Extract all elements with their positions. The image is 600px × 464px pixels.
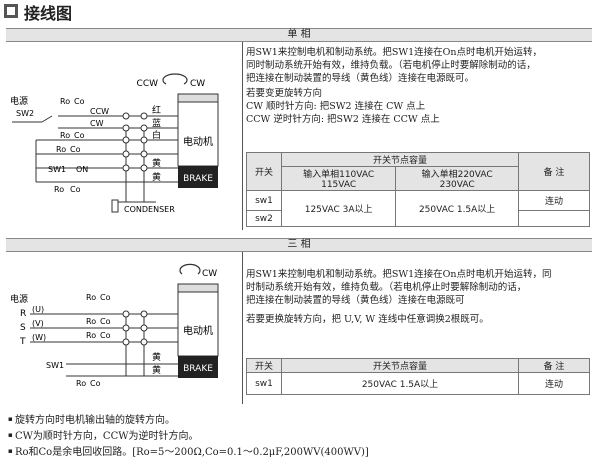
three-phase-description: 用SW1来控制电机和制动系统。把SW1连接在On点时电机开始运转，同 时制动系统… xyxy=(246,268,592,326)
wire-blue-label: 蓝 xyxy=(152,117,161,129)
footnotes: 旋转方向时电机输出轴的旋转方向。 CW为顺时针方向，CCW为逆时针方向。 Ro和… xyxy=(8,412,369,460)
three-row-value: 250VAC 1.5A以上 xyxy=(281,372,519,395)
single-desc-line-3: 把连接在制动装置的导线（黄色线）连接在电源既可。 xyxy=(246,73,475,84)
ccw-top-label: CCW xyxy=(137,79,159,89)
single-desc-line-2: 同时制动系统开始有效，维持负载。（若电机停止时要解除制动的话， xyxy=(246,60,536,71)
three-row-note: 连动 xyxy=(518,372,590,395)
three-spec-table: 开关 开关节点容量 备 注 sw1 250VAC 1.5A以上 连动 xyxy=(246,358,590,395)
single-row-220-value: 250VAC 1.5A以上 xyxy=(395,190,519,227)
ro-label-1: Ro xyxy=(60,97,70,106)
wire-white-label: 白 xyxy=(152,129,161,141)
three-col-note: 备 注 xyxy=(518,358,590,373)
sw1-label-3p: SW1 xyxy=(46,361,64,370)
single-col-group: 开关节点容量 xyxy=(281,152,519,167)
single-divider xyxy=(242,42,243,230)
ro-label-2: Ro xyxy=(60,131,70,140)
phase-r-label: R xyxy=(20,309,26,319)
wire-yellow-label-1: 黄 xyxy=(152,157,161,169)
power-label: 电源 xyxy=(10,95,28,107)
brake-label-3p: BRAKE xyxy=(183,364,213,374)
cw-top-label: CW xyxy=(190,79,205,89)
on-label: ON xyxy=(76,165,88,174)
ro-label-3: Ro xyxy=(56,145,66,154)
motor-body-3p xyxy=(177,291,219,357)
three-col-switch: 开关 xyxy=(246,358,282,373)
single-row-sw2: sw2 xyxy=(246,210,282,227)
single-col-110: 输入单相110VAC 115VAC xyxy=(280,166,397,191)
footnote-2: CW为顺时针方向，CCW为逆时针方向。 xyxy=(8,428,369,444)
single-col-220: 输入单相220VAC 230VAC xyxy=(395,166,519,191)
single-phase-description: 用SW1来控制电机和制动系统。把SW1连接在On点时电机开始运转， 同时制动系统… xyxy=(246,46,592,126)
single-phase-header: 单 相 xyxy=(6,28,592,42)
single-row-note-2 xyxy=(518,210,590,227)
phase-u-label: (U) xyxy=(32,305,44,314)
single-col-switch: 开关 xyxy=(246,152,282,191)
co-label-4: Co xyxy=(70,185,81,194)
motor-shaft xyxy=(177,93,219,103)
co-label-3p-2: Co xyxy=(100,317,111,326)
single-spec-table: 开关 开关节点容量 备 注 输入单相110VAC 115VAC 输入单相220V… xyxy=(246,152,590,227)
phase-v-label: (V) xyxy=(32,319,44,328)
rotation-arrow-icon xyxy=(162,73,188,85)
wire-yellow-label-3p-2: 黄 xyxy=(152,364,161,376)
co-label-3: Co xyxy=(70,145,81,154)
single-row-110-value: 125VAC 3A以上 xyxy=(280,190,397,227)
ro-label-3p-3: Ro xyxy=(86,331,96,340)
power-label-3p: 电源 xyxy=(10,293,28,305)
single-desc-line-4: 若要变更旋转方向 xyxy=(246,88,323,99)
co-label-3p-1: Co xyxy=(100,293,111,302)
co-label-1: Co xyxy=(74,97,85,106)
ro-label-3p-4: Ro xyxy=(76,379,86,388)
wire-yellow-label-3p-1: 黄 xyxy=(152,351,161,363)
three-col-group: 开关节点容量 xyxy=(281,358,519,373)
wire-yellow-label-2: 黄 xyxy=(152,171,161,183)
footnote-3: Ro和Co是余电回收回路。[Ro=5～200Ω,Co=0.1～0.2μF,200… xyxy=(8,444,369,460)
motor-label: 电动机 xyxy=(183,135,213,148)
three-row-sw1: sw1 xyxy=(246,372,282,395)
phase-s-label: S xyxy=(20,323,26,333)
single-row-note-1: 连动 xyxy=(518,190,590,211)
single-desc-line-5: CW 顺时针方向: 把SW2 连接在 CW 点上 xyxy=(246,101,426,112)
condenser-label: CONDENSER xyxy=(124,205,175,214)
three-phase-diagram: CW 电动机 BRAKE 电源 R (U) S (V) T (W) Ro Co … xyxy=(6,252,238,402)
three-divider xyxy=(242,252,243,404)
title-marker-icon xyxy=(4,4,18,18)
co-label-2: Co xyxy=(74,131,85,140)
single-phase-diagram: CCW CW 电动机 BRAKE 电源 SW2 xyxy=(6,42,238,232)
phase-w-label: (W) xyxy=(32,333,46,342)
motor-label-3p: 电动机 xyxy=(183,324,213,337)
three-phase-header: 三 相 xyxy=(6,238,592,252)
three-desc-line-3: 把连接在制动装置的导线（黄色线）连接在电源既可 xyxy=(246,295,465,306)
single-desc-line-1: 用SW1来控制电机和制动系统。把SW1连接在On点时电机开始运转， xyxy=(246,47,543,58)
cw-terminal-label: CW xyxy=(90,119,104,128)
rotation-arrow-icon-3p xyxy=(179,263,201,275)
brake-label: BRAKE xyxy=(183,174,213,184)
ro-label-3p-1: Ro xyxy=(86,293,96,302)
cw-top-label-3p: CW xyxy=(202,269,217,279)
co-label-3p-3: Co xyxy=(100,331,111,340)
motor-shaft-3p xyxy=(177,283,219,293)
co-label-3p-4: Co xyxy=(90,379,101,388)
phase-t-label: T xyxy=(19,337,26,347)
three-desc-line-2: 时制动系统开始有效，维持负载。（若电机停止时要解除制动的话， xyxy=(246,282,527,293)
three-desc-line-1: 用SW1来控制电机和制动系统。把SW1连接在On点时电机开始运转，同 xyxy=(246,269,552,280)
motor-body xyxy=(177,101,219,167)
ccw-terminal-label: CCW xyxy=(90,107,109,116)
ro-label-4: Ro xyxy=(54,185,64,194)
three-desc-line-4: 若要更换旋转方向，把 U,V, W 连线中任意调换2根既可。 xyxy=(246,314,489,325)
ro-label-3p-2: Ro xyxy=(86,317,96,326)
condenser-symbol xyxy=(111,199,119,213)
single-col-note: 备 注 xyxy=(518,152,590,191)
sw2-label: SW2 xyxy=(16,109,34,118)
page-title: 接线图 xyxy=(24,4,73,23)
footnote-1: 旋转方向时电机输出轴的旋转方向。 xyxy=(8,412,369,428)
wire-red-label: 红 xyxy=(152,104,161,116)
single-desc-line-6: CCW 逆时针方向: 把SW2 连接在 CCW 点上 xyxy=(246,114,440,125)
single-row-sw1: sw1 xyxy=(246,190,282,211)
brake-box-3p xyxy=(178,356,218,378)
brake-box xyxy=(178,166,218,188)
sw1-label: SW1 xyxy=(48,165,66,174)
